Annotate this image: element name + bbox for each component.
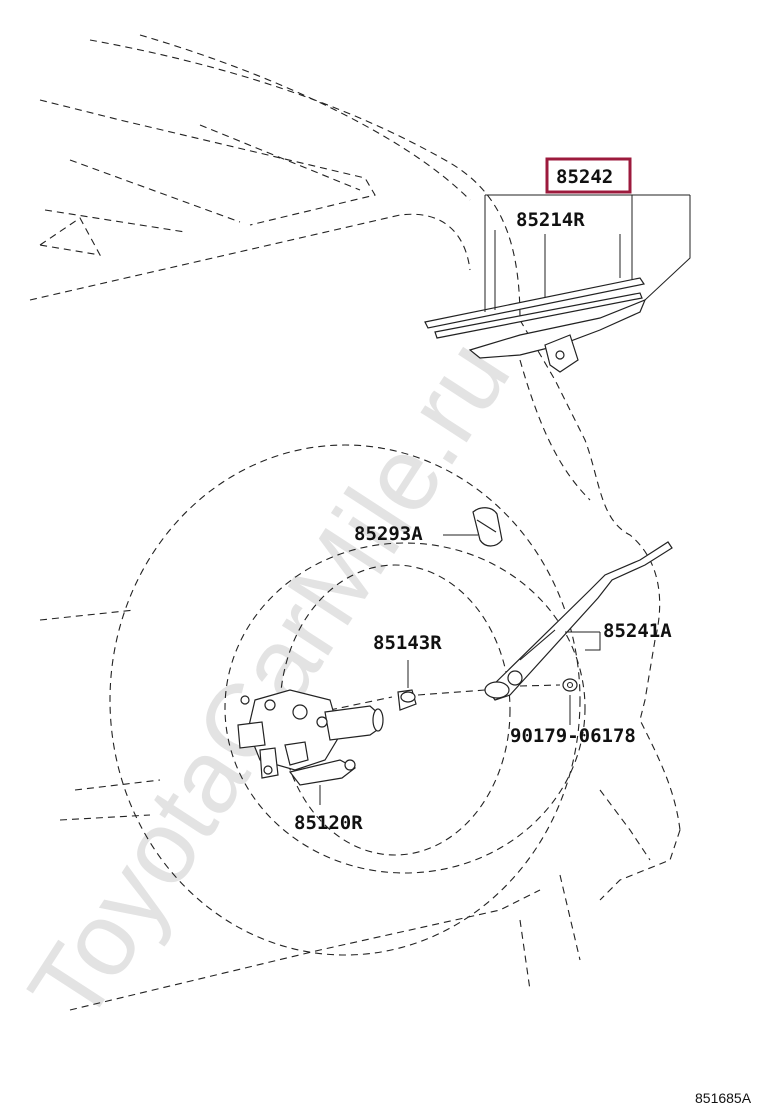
leader-85242: [484, 194, 691, 312]
watermark-text: ToyotaCarMile.ru: [7, 320, 532, 1042]
diagram-id: 851685A: [695, 1090, 752, 1106]
leader-85214R: [494, 230, 621, 310]
highlight-box: [545, 157, 632, 194]
label-85241A[interactable]: 85241A: [603, 620, 672, 642]
wiper-arm[interactable]: [484, 541, 673, 701]
vehicle-body-outline: [29, 34, 681, 1011]
wiper-arm-cap[interactable]: [472, 507, 503, 547]
wiper-arm-nut[interactable]: [562, 678, 578, 692]
label-85242[interactable]: 85242: [556, 166, 613, 188]
label-90179-06178[interactable]: 90179-06178: [510, 725, 636, 747]
label-85120R[interactable]: 85120R: [294, 812, 363, 834]
wiper-motor[interactable]: [237, 689, 384, 786]
label-85214R[interactable]: 85214R: [516, 209, 585, 231]
motor-grommet[interactable]: [397, 689, 417, 711]
leader-85241A: [565, 631, 601, 651]
label-85293A[interactable]: 85293A: [354, 523, 423, 545]
mounting-axis-line: [329, 684, 561, 711]
wiper-blade-assembly[interactable]: [424, 277, 647, 373]
label-85143R[interactable]: 85143R: [373, 632, 442, 654]
